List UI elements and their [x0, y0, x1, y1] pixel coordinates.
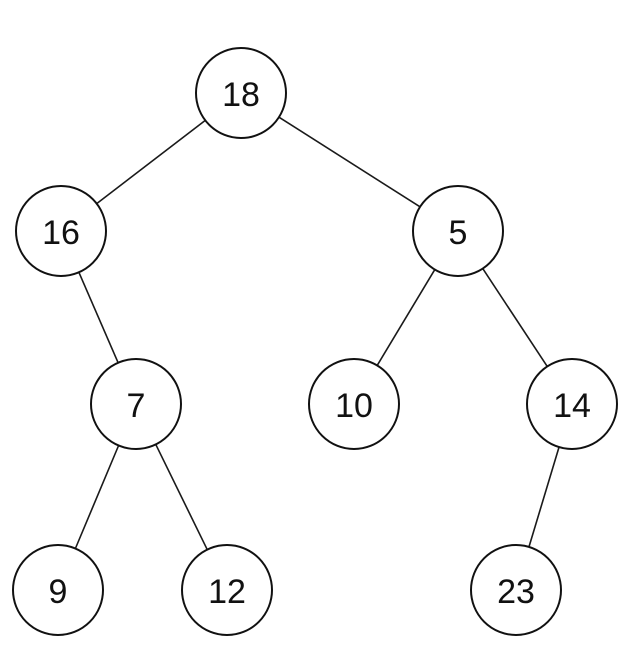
node-label: 10	[335, 387, 373, 425]
node-circle	[412, 185, 504, 277]
tree-node: 14	[526, 358, 618, 450]
tree-node-leaf: 10	[308, 358, 400, 450]
tree-node-leaf: 9	[12, 544, 104, 636]
node-circle	[90, 358, 182, 450]
node-circle	[526, 358, 618, 450]
edge-16-7	[78, 271, 119, 364]
node-circle	[181, 544, 273, 636]
node-label: 16	[42, 214, 80, 252]
edge-18-5	[278, 116, 421, 208]
node-circle	[308, 358, 400, 450]
edge-18-16	[96, 119, 206, 205]
edge-7-9	[74, 445, 120, 549]
node-label: 12	[208, 573, 246, 611]
node-circle	[12, 544, 104, 636]
tree-edges	[74, 116, 560, 550]
tree-node-leaf: 23	[470, 544, 562, 636]
node-label: 23	[497, 573, 535, 611]
node-label: 18	[222, 76, 260, 114]
tree-node-leaf: 12	[181, 544, 273, 636]
node-label: 14	[553, 387, 591, 425]
tree-nodes: 18 16 5 7 10 14 9 12	[12, 47, 618, 636]
tree-node-root: 18	[195, 47, 287, 139]
node-circle	[195, 47, 287, 139]
edge-7-12	[155, 444, 208, 550]
tree-node: 16	[15, 185, 107, 277]
node-circle	[470, 544, 562, 636]
node-circle	[15, 185, 107, 277]
edge-14-23	[528, 446, 560, 548]
edge-5-10	[376, 269, 436, 366]
node-label: 7	[127, 387, 146, 425]
tree-node: 5	[412, 185, 504, 277]
edge-5-14	[482, 268, 548, 367]
tree-node: 7	[90, 358, 182, 450]
node-label: 9	[49, 573, 68, 611]
node-label: 5	[449, 214, 468, 252]
